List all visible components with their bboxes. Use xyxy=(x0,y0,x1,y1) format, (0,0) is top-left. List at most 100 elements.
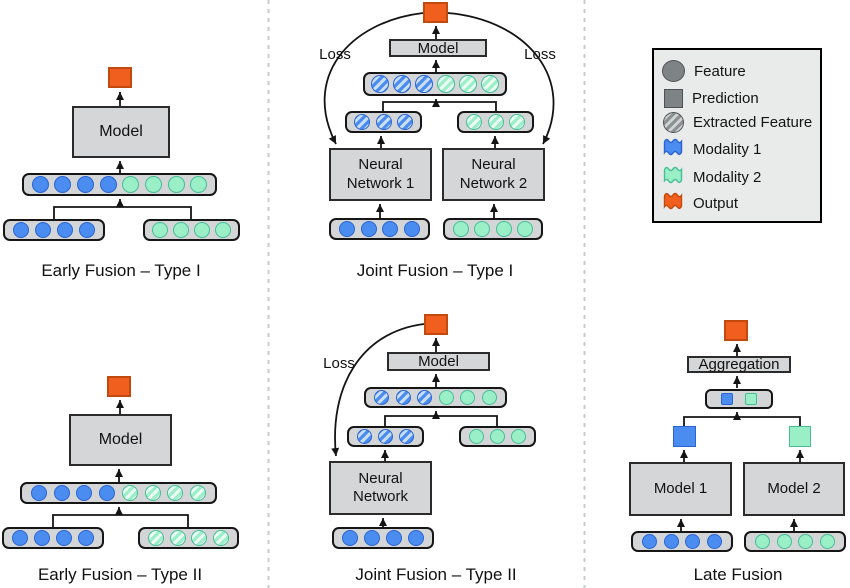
legend-label: Output xyxy=(693,194,739,212)
modality2-extracted-feature-circle xyxy=(190,485,207,501)
modality1-flag-icon xyxy=(662,137,684,162)
modality1-feature-circle xyxy=(408,530,424,546)
combined-feature-row xyxy=(20,482,217,504)
legend-label: Modality 1 xyxy=(693,140,762,158)
modality2-extracted-input-row xyxy=(138,527,239,549)
modality1-input-row xyxy=(2,527,104,549)
modality2-input-row xyxy=(143,219,240,241)
modality2-feature-circle xyxy=(490,429,505,444)
modality2-feature-circle xyxy=(495,221,512,237)
modality1-feature-circle xyxy=(663,534,679,549)
modality2-extracted-feature-circle xyxy=(169,530,186,546)
modality2-extracted-feature-circle xyxy=(191,530,208,546)
output-square xyxy=(423,2,448,23)
panel-caption: Early Fusion – Type II xyxy=(37,565,203,584)
modality2-feature-circle xyxy=(173,222,189,238)
modality1-feature-circle xyxy=(707,534,723,549)
modality1-feature-circle xyxy=(54,176,72,193)
modality2-feature-circle xyxy=(144,176,162,193)
lf-merge-elbow xyxy=(683,416,801,426)
modality1-extracted-feature-circle xyxy=(354,114,371,130)
panel-caption: Joint Fusion – Type I xyxy=(356,261,514,280)
modality1-extracted-row xyxy=(345,111,422,133)
modality1-feature-circle xyxy=(78,530,94,546)
legend-label: Feature xyxy=(694,62,746,80)
modality2-extracted-feature-circle xyxy=(481,75,499,93)
modality2-prediction-square xyxy=(789,426,811,447)
output-square xyxy=(724,320,748,341)
modality2-feature-circle xyxy=(820,534,836,549)
modality2-extracted-feature-circle xyxy=(459,75,477,93)
modality2-prediction-square xyxy=(744,393,758,405)
legend-label: Extracted Feature xyxy=(693,113,813,131)
modality2-extracted-feature-circle xyxy=(466,114,483,130)
modality2-input-row xyxy=(443,218,543,240)
output-square xyxy=(108,67,132,88)
modality2-feature-circle xyxy=(517,221,534,237)
modality1-feature-circle xyxy=(76,485,93,501)
modality1-feature-circle xyxy=(31,176,49,193)
modality1-feature-circle xyxy=(76,176,94,193)
modality2-feature-circle xyxy=(438,390,454,405)
loss-label-left: Loss xyxy=(319,46,351,63)
model-1-box: Model 1 xyxy=(629,462,732,516)
legend-item-modality-2: Modality 2 xyxy=(662,165,761,189)
model-2-box: Model 2 xyxy=(743,462,845,516)
jf2-merge-elbow xyxy=(384,415,498,426)
modality1-extracted-feature-circle xyxy=(371,75,389,93)
modality1-input-row xyxy=(3,219,105,241)
modality1-input-row xyxy=(329,218,430,240)
modality2-feature-circle xyxy=(469,429,484,444)
modality1-feature-circle xyxy=(79,222,95,238)
prediction-square-icon xyxy=(664,88,683,108)
modality1-feature-circle xyxy=(99,176,117,193)
modality1-prediction-square xyxy=(673,426,696,447)
modality1-feature-circle xyxy=(57,222,73,238)
modality1-extracted-feature-circle xyxy=(399,429,414,444)
modality2-feature-circle xyxy=(152,222,168,238)
modality2-extracted-row xyxy=(457,111,534,133)
aggregation-box: Aggregation xyxy=(687,356,791,373)
panel-caption: Joint Fusion – Type II xyxy=(355,565,517,584)
fused-feature-row xyxy=(364,387,507,408)
modality2-extracted-feature-circle xyxy=(487,114,504,130)
modality1-feature-circle xyxy=(13,222,29,238)
loss-label: Loss xyxy=(323,355,355,372)
modality1-feature-circle xyxy=(99,485,116,501)
modality2-feature-circle xyxy=(776,534,792,549)
modality1-feature-circle xyxy=(364,530,380,546)
feature-circle-icon xyxy=(662,60,685,82)
modality1-extracted-feature-circle xyxy=(375,114,392,130)
output-square xyxy=(424,314,448,335)
modality2-feature-circle xyxy=(452,221,469,237)
modality2-feature-circle xyxy=(798,534,814,549)
combined-feature-row xyxy=(22,173,217,196)
extracted-feature-circle-icon xyxy=(663,111,684,133)
jf1-loss-arc-right xyxy=(447,12,555,145)
modality1-extracted-feature-circle xyxy=(378,429,393,444)
modality1-extracted-feature-circle xyxy=(393,75,411,93)
modality2-feature-circle xyxy=(481,390,497,405)
modality2-feature-circle xyxy=(460,390,476,405)
legend-box: Feature Prediction Extracted Feature Mod… xyxy=(652,48,822,223)
modality1-feature-circle xyxy=(641,534,657,549)
modality1-feature-circle xyxy=(342,530,358,546)
modality2-extracted-feature-circle xyxy=(167,485,184,501)
modality1-extracted-feature-circle xyxy=(357,429,372,444)
legend-item-extracted-feature: Extracted Feature xyxy=(662,110,812,134)
modality2-extracted-feature-circle xyxy=(144,485,161,501)
modality2-feature-circle xyxy=(754,534,770,549)
modality2-feature-circle xyxy=(190,176,208,193)
modality1-feature-circle xyxy=(12,530,28,546)
modality2-input-row xyxy=(744,531,846,552)
modality2-feature-circle xyxy=(474,221,491,237)
modality1-extracted-feature-circle xyxy=(396,114,413,130)
modality1-extracted-row xyxy=(347,426,424,447)
legend-label: Prediction xyxy=(692,89,759,107)
legend-item-feature: Feature xyxy=(662,59,746,83)
modality2-feature-circle xyxy=(122,176,140,193)
ef2-merge-elbow xyxy=(52,514,189,527)
model-box: Model xyxy=(72,106,170,158)
modality2-input-row xyxy=(459,426,536,447)
